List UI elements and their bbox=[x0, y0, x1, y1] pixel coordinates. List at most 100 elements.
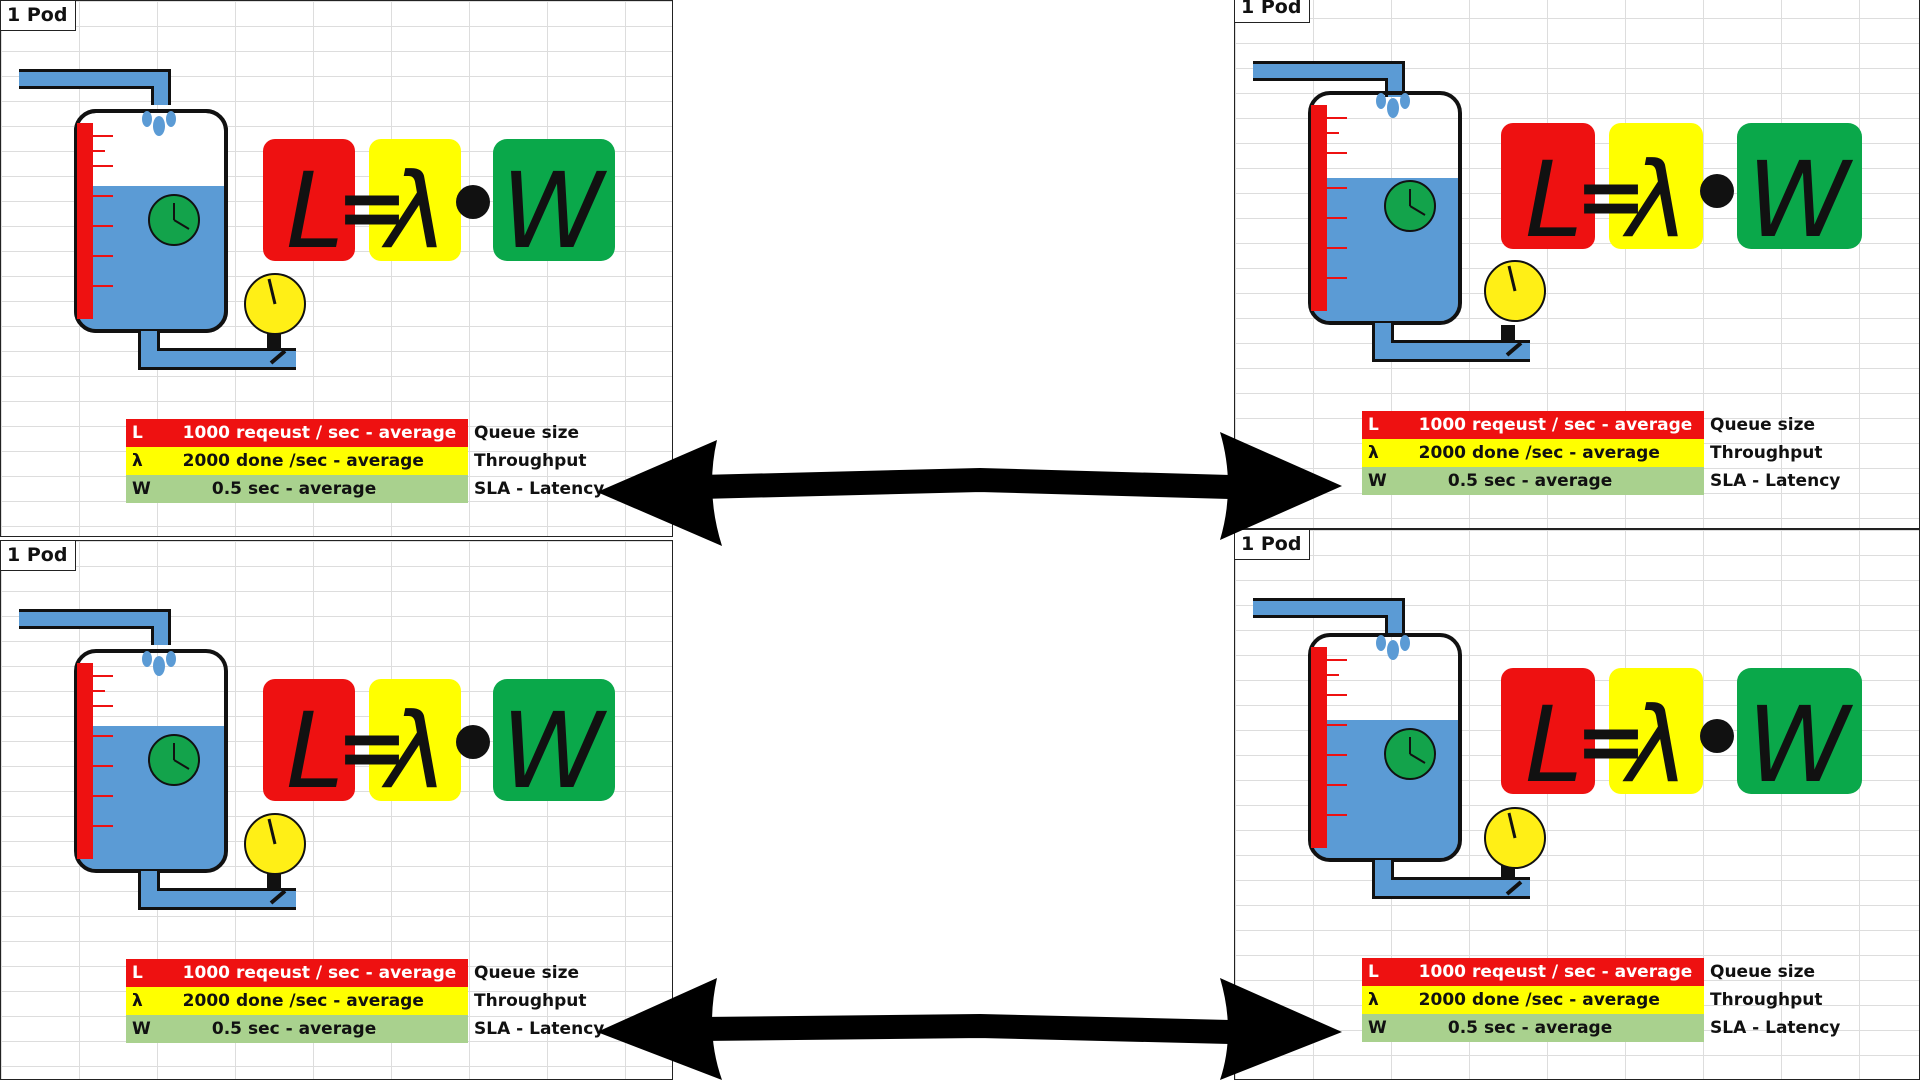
metric-value: 2000 bbox=[182, 451, 230, 471]
metric-symbol: W bbox=[1362, 1014, 1412, 1042]
pressure-gauge-icon bbox=[1484, 807, 1546, 880]
metric-unit: sec - average bbox=[248, 1019, 377, 1039]
pressure-gauge-icon bbox=[244, 273, 306, 351]
pod-panel-bottom-right: 1 Pod bbox=[1234, 529, 1920, 1080]
clock-icon bbox=[148, 734, 200, 786]
formula-l: L bbox=[1525, 139, 1583, 261]
metric-value: 0.5 bbox=[1447, 1018, 1478, 1038]
pod-panel-top-left: 1 Pod bbox=[0, 0, 673, 537]
water-drop-icon bbox=[1376, 93, 1410, 118]
pressure-gauge-icon bbox=[1484, 260, 1546, 343]
metric-row-lambda: λ 2000 done /sec - average Throughput bbox=[126, 447, 608, 475]
metric-name: Throughput bbox=[474, 991, 587, 1011]
metric-unit: done /sec - average bbox=[236, 451, 424, 471]
formula-equals: = bbox=[336, 158, 408, 258]
metric-symbol: W bbox=[126, 475, 176, 503]
pod-label: 1 Pod bbox=[1235, 530, 1311, 560]
metric-symbol: W bbox=[126, 1015, 176, 1043]
metric-unit: done /sec - average bbox=[1472, 990, 1660, 1010]
metric-unit: reqeust / sec - average bbox=[236, 423, 457, 443]
water-drop-icon bbox=[1376, 635, 1410, 660]
formula-w: W bbox=[1747, 684, 1854, 806]
formula-w: W bbox=[1747, 139, 1854, 261]
metrics-table: L 1000 reqeust / sec - average Queue size… bbox=[1362, 958, 1844, 1042]
pod-panel-top-right: 1 Pod bbox=[1234, 0, 1920, 529]
formula-l-equals-lambda-times-w: L = λ W bbox=[1501, 668, 1862, 806]
metric-row-l: L 1000 reqeust / sec - average Queue size bbox=[1362, 958, 1844, 986]
metric-name: SLA - Latency bbox=[1710, 1018, 1841, 1038]
metric-name: SLA - Latency bbox=[1710, 471, 1841, 491]
metric-name: Queue size bbox=[474, 963, 580, 983]
metric-unit: sec - average bbox=[248, 479, 377, 499]
formula-l-equals-lambda-times-w: L = λ W bbox=[263, 139, 615, 272]
metric-symbol: L bbox=[1362, 411, 1412, 439]
metric-unit: sec - average bbox=[1484, 1018, 1613, 1038]
metric-name: Throughput bbox=[1710, 990, 1823, 1010]
formula-equals: = bbox=[1575, 147, 1647, 247]
metric-value: 1000 bbox=[1418, 415, 1466, 435]
metric-unit: done /sec - average bbox=[236, 991, 424, 1011]
valve-icon bbox=[269, 889, 287, 905]
metric-symbol: λ bbox=[126, 447, 176, 475]
double-arrow-icon bbox=[597, 432, 1342, 546]
metric-value: 1000 bbox=[182, 423, 230, 443]
pod-label: 1 Pod bbox=[1, 541, 77, 571]
metric-name: Queue size bbox=[1710, 962, 1816, 982]
metric-symbol: L bbox=[126, 959, 176, 987]
formula-l-equals-lambda-times-w: L = λ W bbox=[263, 679, 615, 812]
metric-value: 0.5 bbox=[211, 479, 242, 499]
water-tank-icon bbox=[1253, 598, 1530, 899]
metric-row-lambda: λ 2000 done /sec - average Throughput bbox=[126, 987, 608, 1015]
metric-row-w: W 0.5 sec - average SLA - Latency bbox=[126, 475, 608, 503]
metric-value: 0.5 bbox=[211, 1019, 242, 1039]
metric-unit: reqeust / sec - average bbox=[1472, 962, 1693, 982]
pod-label: 1 Pod bbox=[1, 1, 77, 31]
metric-symbol: λ bbox=[1362, 439, 1412, 467]
formula-equals: = bbox=[336, 698, 408, 798]
metric-row-w: W 0.5 sec - average SLA - Latency bbox=[1362, 1014, 1844, 1042]
metric-value: 1000 bbox=[182, 963, 230, 983]
formula-w: W bbox=[501, 150, 608, 272]
valve-icon bbox=[1505, 880, 1523, 896]
metric-value: 2000 bbox=[182, 991, 230, 1011]
metric-name: SLA - Latency bbox=[474, 1019, 605, 1039]
formula-l: L bbox=[1525, 684, 1583, 806]
formula-l-equals-lambda-times-w: L = λ W bbox=[1501, 123, 1862, 261]
metric-symbol: λ bbox=[1362, 986, 1412, 1014]
pod-illustration: L = λ W bbox=[1253, 61, 1862, 362]
water-drop-icon bbox=[142, 651, 176, 676]
pressure-gauge-icon bbox=[244, 813, 306, 891]
formula-lambda: λ bbox=[1622, 139, 1689, 261]
metric-unit: sec - average bbox=[1484, 471, 1613, 491]
metric-value: 2000 bbox=[1418, 443, 1466, 463]
metric-name: SLA - Latency bbox=[474, 479, 605, 499]
metric-symbol: L bbox=[126, 419, 176, 447]
metric-name: Throughput bbox=[1710, 443, 1823, 463]
formula-lambda: λ bbox=[381, 150, 448, 272]
pod-illustration: L = λ W bbox=[19, 69, 615, 370]
formula-lambda: λ bbox=[381, 690, 448, 812]
metric-unit: done /sec - average bbox=[1472, 443, 1660, 463]
metric-symbol: λ bbox=[126, 987, 176, 1015]
clock-icon bbox=[148, 194, 200, 246]
formula-w: W bbox=[501, 690, 608, 812]
metric-symbol: W bbox=[1362, 467, 1412, 495]
formula-lambda: λ bbox=[1622, 684, 1689, 806]
metric-name: Queue size bbox=[1710, 415, 1816, 435]
formula-l: L bbox=[286, 690, 344, 812]
metric-name: Throughput bbox=[474, 451, 587, 471]
metric-value: 1000 bbox=[1418, 962, 1466, 982]
valve-icon bbox=[1505, 341, 1523, 357]
metric-symbol: L bbox=[1362, 958, 1412, 986]
clock-icon bbox=[1384, 180, 1436, 232]
water-drop-icon bbox=[142, 111, 176, 136]
